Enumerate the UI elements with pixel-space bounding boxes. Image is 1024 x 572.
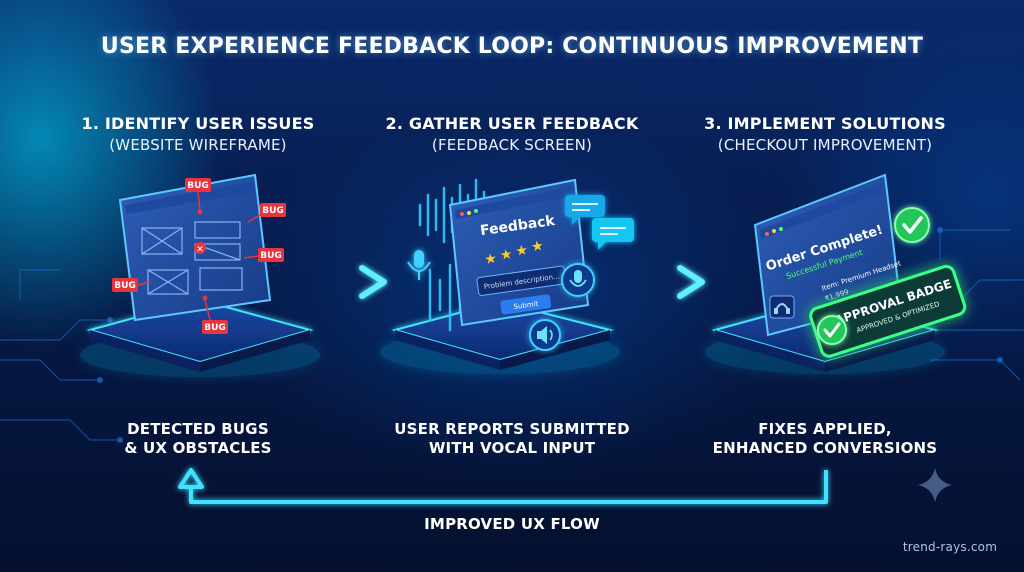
svg-text:BUG: BUG <box>260 251 282 261</box>
step-1-subtitle: (WEBSITE WIREFRAME) <box>109 136 287 154</box>
chat-bubble-icon <box>592 218 634 250</box>
step-3-caption: FIXES APPLIED, ENHANCED CONVERSIONS <box>675 420 975 458</box>
headset-icon <box>769 295 795 319</box>
approval-badge: APPROVAL BADGE APPROVED & OPTIMIZED <box>809 264 967 358</box>
svg-text:★: ★ <box>483 251 498 269</box>
svg-text:★: ★ <box>514 242 529 260</box>
checkmark-icon <box>817 315 847 345</box>
step-1-caption-line-2: & UX OBSTACLES <box>124 439 272 457</box>
step-1-caption-line-1: DETECTED BUGS <box>127 420 269 438</box>
svg-text:BUG: BUG <box>262 206 284 216</box>
chat-bubble-icon <box>565 195 605 225</box>
wireframe-screen: ✕ <box>118 173 272 322</box>
step-3-subtitle: (CHECKOUT IMPROVEMENT) <box>717 136 933 154</box>
star-rating: ★★★★ <box>483 238 545 269</box>
svg-text:BUG: BUG <box>187 181 209 191</box>
checkmark-icon <box>894 207 930 243</box>
flow-arrow-1 <box>302 265 387 299</box>
flow-arrow-2 <box>622 265 705 299</box>
step-2-title: 2. GATHER USER FEEDBACK <box>385 114 639 133</box>
bug-tag: BUG <box>185 178 211 215</box>
microphone-icon <box>407 250 431 280</box>
submit-button <box>500 294 552 315</box>
checkout-screen: Order Complete! Successful Payment Item:… <box>753 173 902 337</box>
step-3-caption-line-1: FIXES APPLIED, <box>758 420 892 438</box>
step-2-caption-line-2: WITH VOCAL INPUT <box>428 439 596 457</box>
bug-tag: BUG <box>202 299 228 334</box>
loop-label: IMPROVED UX FLOW <box>424 515 600 533</box>
svg-text:✕: ✕ <box>196 245 204 255</box>
bug-tag: BUG <box>247 203 286 223</box>
platform-1 <box>80 298 320 377</box>
step-1-caption: DETECTED BUGS & UX OBSTACLES <box>48 420 348 458</box>
step-3-caption-line-2: ENHANCED CONVERSIONS <box>712 439 938 457</box>
submit-button-label: Submit <box>513 300 539 311</box>
speaker-icon <box>529 319 561 351</box>
main-title: USER EXPERIENCE FEEDBACK LOOP: CONTINUOU… <box>100 34 924 59</box>
step-2-subtitle: (FEEDBACK SCREEN) <box>431 136 593 154</box>
step-2-caption: USER REPORTS SUBMITTED WITH VOCAL INPUT <box>362 420 662 458</box>
bug-tags: BUG BUG BUG BUG BUG <box>112 178 286 334</box>
bug-tag: BUG <box>112 278 151 292</box>
svg-text:★: ★ <box>530 238 545 256</box>
feedback-screen: Feedback ★★★★ Problem description... Sub… <box>448 178 590 327</box>
step-2-caption-line-1: USER REPORTS SUBMITTED <box>394 420 630 438</box>
svg-text:BUG: BUG <box>114 281 136 291</box>
microphone-icon <box>561 263 595 297</box>
bug-tag: BUG <box>243 248 284 262</box>
svg-text:★: ★ <box>499 246 514 264</box>
step-3-title: 3. IMPLEMENT SOLUTIONS <box>704 114 946 133</box>
watermark: trend-rays.com <box>902 540 998 554</box>
step-1-title: 1. IDENTIFY USER ISSUES <box>81 114 315 133</box>
return-loop-arrow <box>178 468 828 504</box>
sparkle-icon <box>918 468 952 502</box>
svg-text:BUG: BUG <box>204 323 226 333</box>
